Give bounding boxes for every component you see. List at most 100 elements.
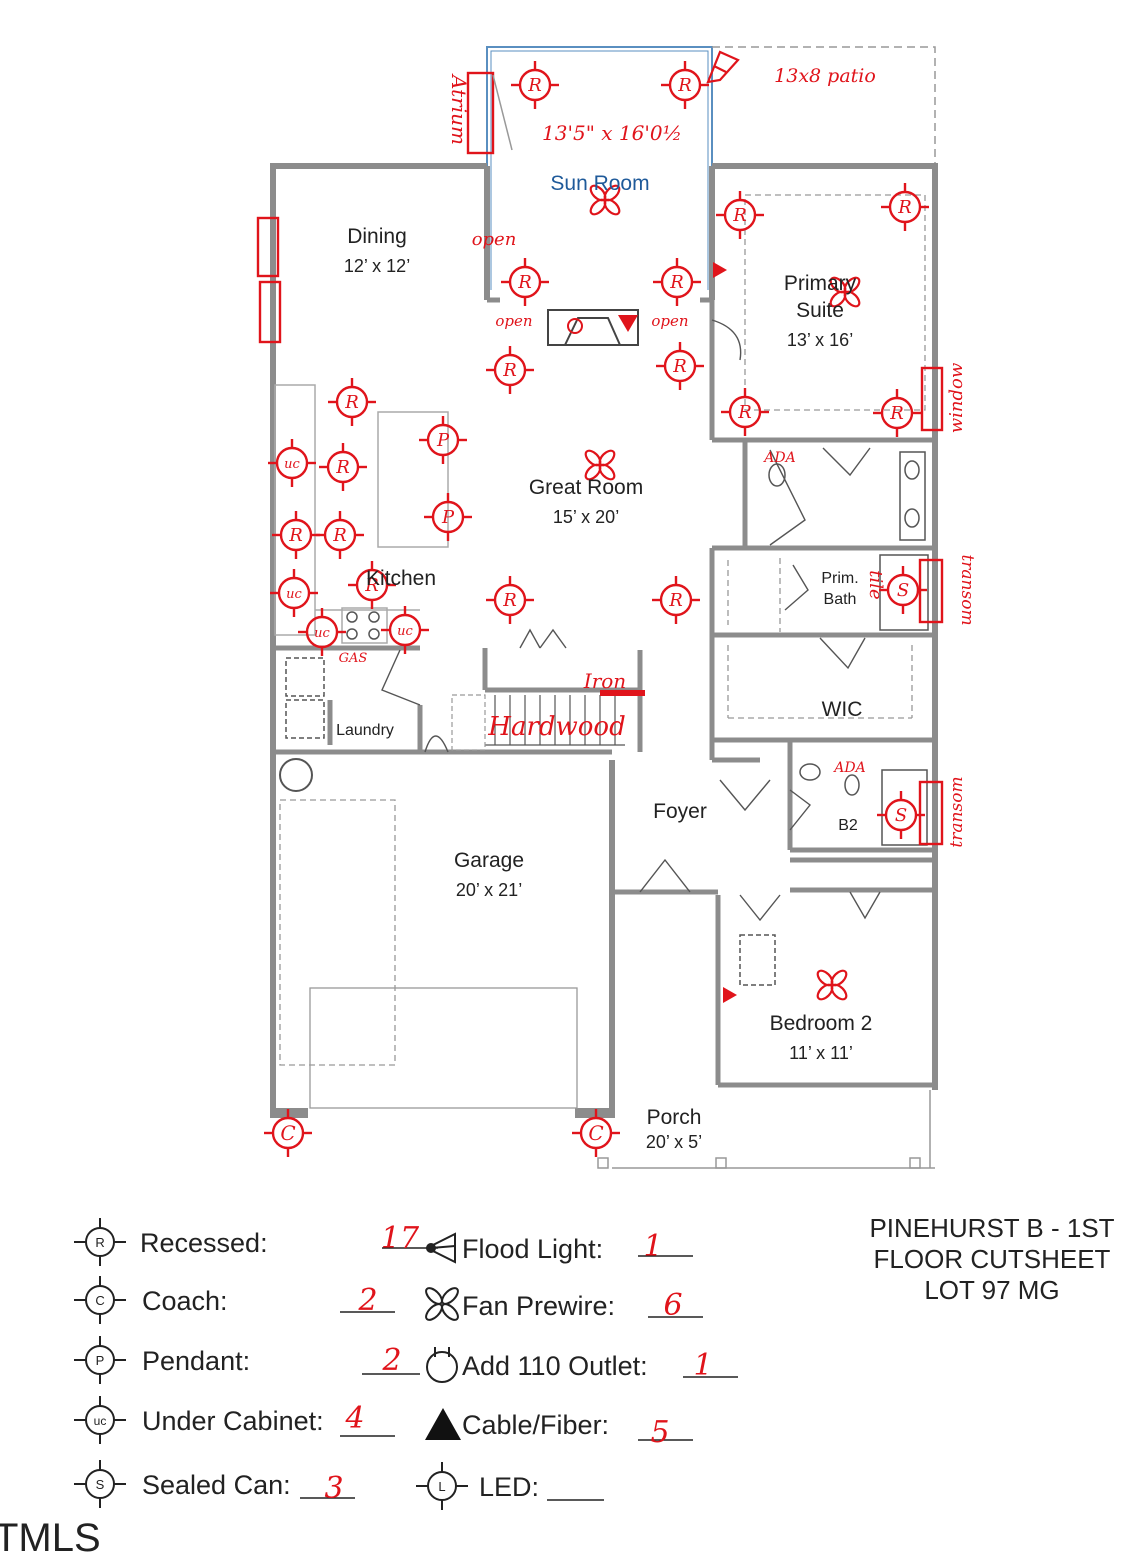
recessed-light: R (879, 181, 931, 233)
open-note-dining: open (472, 229, 517, 250)
interior-walls (273, 297, 935, 1088)
recessed-light: R (650, 574, 702, 626)
cable-fiber-marks (600, 262, 737, 1003)
legend-add-outlet: Add 110 Outlet: 1 (426, 1347, 738, 1383)
garage-dim: 20’ x 21’ (456, 880, 522, 900)
garage-car-outline (309, 987, 578, 1109)
svg-text:R: R (677, 75, 692, 96)
svg-text:R: R (502, 360, 517, 381)
svg-text:C: C (588, 1121, 603, 1145)
patio-outline (712, 46, 936, 165)
sun-room-dim-note: 13'5" x 16'0½ (542, 121, 682, 145)
legend-under-cabinet: uc Under Cabinet: 4 (73, 1395, 395, 1445)
svg-text:Sealed Can:: Sealed Can: (142, 1470, 291, 1500)
primary-suite-label-1: Primary (784, 272, 857, 295)
coach-fixtures: C C (262, 1107, 622, 1159)
bedroom2-label: Bedroom 2 (770, 1012, 873, 1035)
recessed-fixtures: R R R R R R R R R R R R R R R R R (270, 59, 931, 626)
svg-text:P: P (96, 1353, 105, 1368)
svg-text:R: R (364, 575, 379, 596)
stair-landing (451, 694, 486, 751)
svg-text:R: R (502, 590, 517, 611)
svg-text:R: R (335, 457, 350, 478)
title-block: PINEHURST B - 1ST FLOOR CUTSHEET LOT 97 … (869, 1213, 1114, 1305)
fan-icon (425, 1287, 459, 1321)
atrium-door-swing (492, 74, 513, 151)
pendant-light: P (422, 491, 474, 543)
svg-text:R: R (732, 205, 747, 226)
svg-text:6: 6 (663, 1288, 682, 1323)
door-swings (381, 319, 881, 922)
svg-text:2: 2 (381, 1343, 401, 1378)
svg-text:1: 1 (643, 1229, 662, 1264)
tile-note: tile (865, 570, 886, 599)
svg-text:R: R (288, 525, 303, 546)
great-room-label: Great Room (529, 476, 643, 499)
svg-text:S: S (897, 580, 909, 601)
svg-text:R: R (672, 356, 687, 377)
atrium-note: Atrium (447, 73, 471, 145)
sealed-can-fixtures: S S (875, 564, 929, 841)
sun-room-label: Sun Room (550, 172, 649, 195)
recessed-light: R (659, 59, 711, 111)
flood-light-mark (706, 50, 740, 84)
primary-suite-label-2: Suite (796, 299, 844, 322)
svg-text:R: R (332, 525, 347, 546)
cable-fiber-icon (425, 1408, 461, 1440)
svg-text:R: R (517, 272, 532, 293)
recessed-light: R (484, 574, 536, 626)
transom-note-1: transom (957, 554, 977, 625)
legend-coach: C Coach: 2 (73, 1275, 395, 1325)
svg-text:uc: uc (94, 1414, 107, 1428)
recessed-light: R (654, 340, 706, 392)
under-cabinet-light: uc (268, 567, 320, 619)
pendant-fixtures: P P (417, 414, 474, 543)
recessed-light: R (719, 386, 771, 438)
cooktop (346, 611, 380, 640)
washer-dryer (285, 657, 325, 739)
svg-text:Fan Prewire:: Fan Prewire: (462, 1291, 615, 1321)
legend: R Recessed: 17 C Coach: 2 P Pendant: 2 u… (73, 1217, 738, 1511)
gas-note: GAS (339, 651, 368, 666)
svg-text:R: R (737, 402, 752, 423)
sealed-can-light: S (877, 564, 929, 616)
svg-text:R: R (668, 590, 683, 611)
outlet-mark (567, 318, 583, 334)
svg-text:uc: uc (284, 457, 300, 472)
svg-text:R: R (889, 403, 904, 424)
iron-note: Iron (583, 669, 626, 693)
wic-label: WIC (822, 698, 863, 721)
recessed-light: R (346, 559, 398, 611)
window-note: window (946, 362, 967, 433)
svg-text:R: R (669, 272, 684, 293)
svg-text:3: 3 (324, 1471, 343, 1506)
svg-text:uc: uc (286, 587, 302, 602)
coach-light: C (262, 1107, 314, 1159)
prim-bath-label-1: Prim. (821, 570, 858, 587)
svg-text:Coach:: Coach: (142, 1286, 228, 1316)
svg-text:C: C (95, 1293, 104, 1308)
title-line-3: LOT 97 MG (924, 1275, 1059, 1305)
svg-text:P: P (441, 507, 455, 528)
svg-text:C: C (280, 1121, 295, 1145)
dashed-fixtures (279, 194, 926, 1066)
b2-label: B2 (838, 817, 858, 834)
svg-text:5: 5 (650, 1415, 669, 1450)
svg-text:17: 17 (381, 1221, 420, 1256)
recessed-light: R (270, 509, 322, 561)
svg-text:L: L (438, 1479, 445, 1494)
atrium-door-mark (466, 71, 495, 155)
svg-text:Cable/Fiber:: Cable/Fiber: (462, 1410, 609, 1440)
garage-label: Garage (454, 849, 524, 872)
dining-label: Dining (347, 225, 407, 248)
laundry-label: Laundry (336, 722, 394, 739)
bath-fixtures (739, 451, 929, 986)
mls-watermark: TMLS (0, 1516, 101, 1555)
under-cabinet-light: uc (379, 604, 431, 656)
recessed-light: R (314, 509, 366, 561)
recessed-light: R (714, 189, 766, 241)
recessed-light: R (499, 256, 551, 308)
recessed-light: R (326, 376, 378, 428)
svg-text:LED:: LED: (479, 1472, 539, 1502)
